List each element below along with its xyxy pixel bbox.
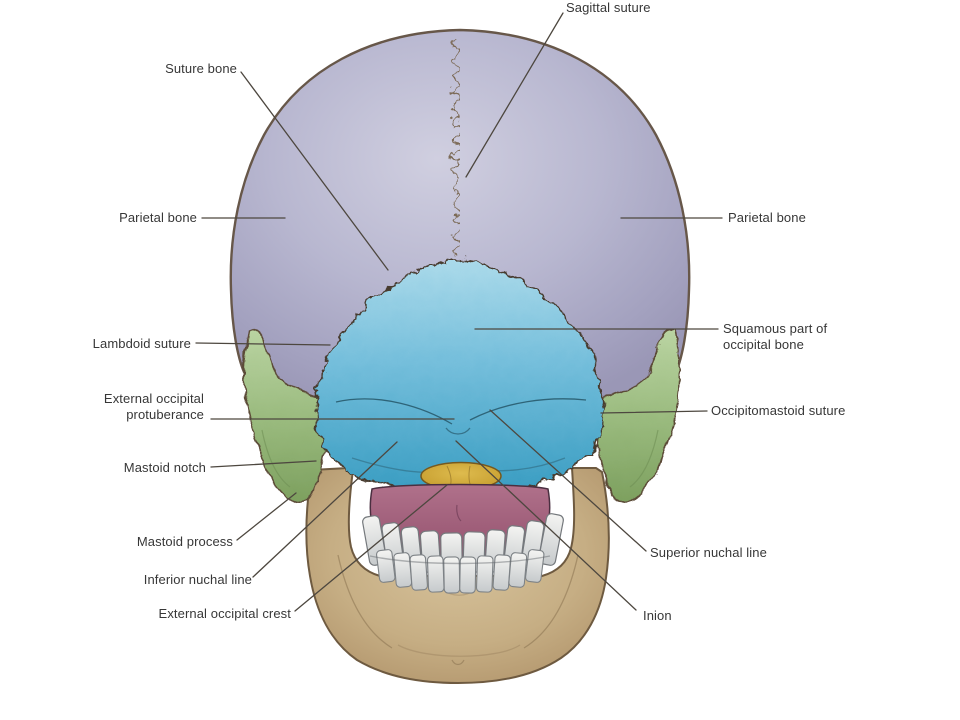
label-inion: Inion: [643, 608, 672, 623]
temporal-bone-right-shape: [593, 327, 678, 501]
leader-lines: [195, 12, 723, 612]
maxilla-crease: [456, 504, 462, 522]
leader-suture-bone: [240, 71, 389, 271]
label-lambdoid-suture: Lambdoid suture: [92, 336, 191, 351]
leader-superior-nuchal-line: [489, 409, 647, 552]
leader-external-occipital-crest: [294, 484, 448, 612]
label-sagittal-suture: Sagittal suture: [566, 0, 651, 15]
leader-lambdoid-suture: [195, 342, 331, 346]
leader-sagittal-suture: [465, 12, 564, 178]
mastoid-shading-right: [629, 429, 659, 488]
label-external-occipital-crest: External occipital crest: [158, 606, 291, 621]
leader-inferior-nuchal-line: [252, 441, 398, 578]
label-mastoid-process: Mastoid process: [136, 534, 233, 549]
label-squamous-part-of-occipital-bone: Squamous part of occipital bone: [723, 321, 828, 352]
lower-teeth: [376, 549, 545, 594]
mastoid-shading-left: [261, 429, 291, 488]
mandible-shape: [305, 466, 610, 685]
label-parietal-bone-left: Parietal bone: [119, 210, 197, 225]
label-external-occipital-protuberance: External occipital protuberance: [103, 391, 204, 422]
sagittal-suture-shape: [448, 36, 460, 253]
label-suture-bone: Suture bone: [165, 61, 237, 76]
label-occipitomastoid-suture: Occipitomastoid suture: [711, 403, 846, 418]
external-occipital-protuberance-shape: [445, 427, 471, 435]
bite-line: [369, 555, 551, 565]
superior-nuchal-line-right-shape: [469, 398, 587, 421]
leader-mastoid-notch: [210, 460, 317, 468]
leader-inion: [455, 440, 637, 611]
label-inferior-nuchal-line: Inferior nuchal line: [143, 572, 252, 587]
leader-occipitomastoid-suture: [600, 410, 708, 414]
label-superior-nuchal-line: Superior nuchal line: [650, 545, 767, 560]
label-parietal-bone-right: Parietal bone: [728, 210, 806, 225]
label-mastoid-notch: Mastoid notch: [123, 460, 206, 475]
leader-mastoid-process: [236, 492, 297, 541]
